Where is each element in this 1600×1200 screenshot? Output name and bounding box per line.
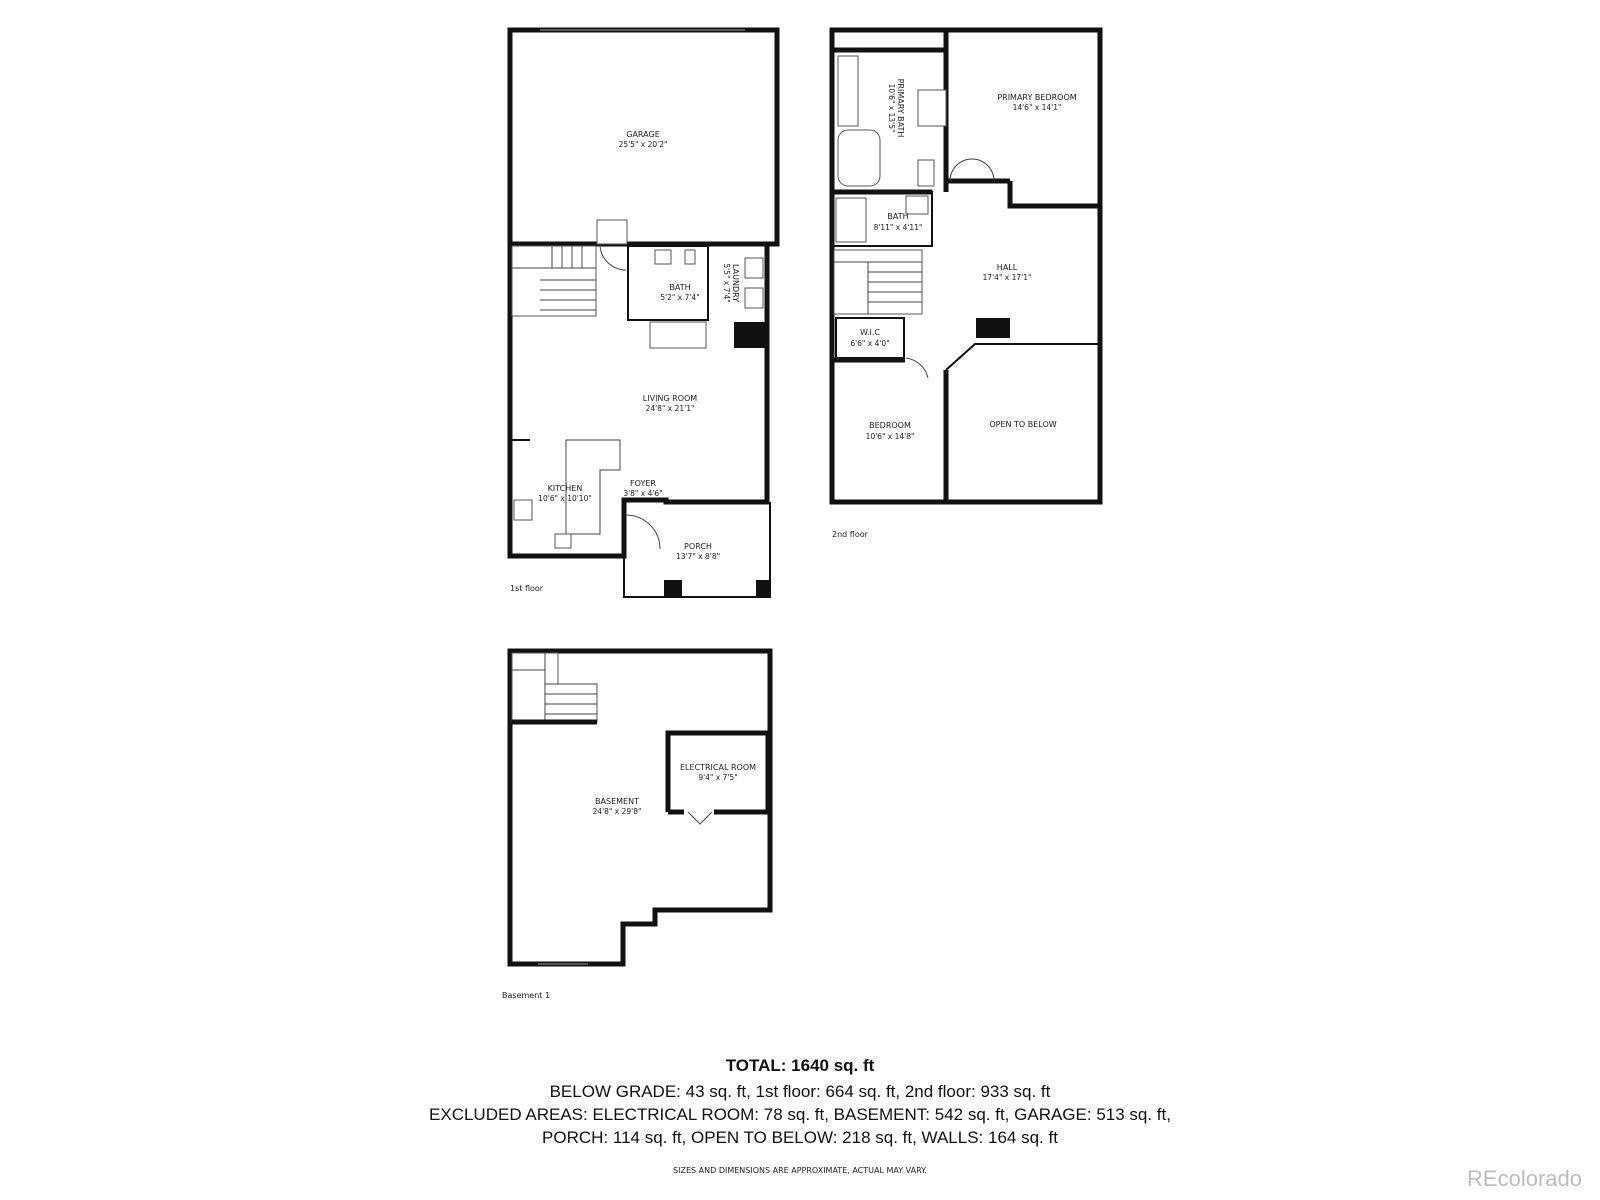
room-dim-bedroom: 10'6" x 14'8"	[866, 432, 915, 441]
room-dim-primary-bath: 10'6" x 13'5"	[887, 84, 896, 133]
room-name-living: LIVING ROOM	[643, 394, 698, 403]
stairs-first-floor	[511, 245, 597, 317]
stove	[513, 499, 533, 521]
room-name-bedroom: BEDROOM	[869, 421, 911, 430]
garage-steps	[596, 219, 628, 245]
area-summary-line-1: BELOW GRADE: 43 sq. ft, 1st floor: 664 s…	[549, 1082, 1051, 1101]
room-dim-primary-bedroom: 14'6" x 14'1"	[1013, 103, 1062, 112]
room-name-primary-bedroom: PRIMARY BEDROOM	[997, 93, 1076, 102]
room-name-bath: BATH	[669, 283, 690, 292]
front-door-swing	[625, 514, 661, 550]
room-dim-wic: 6'6" x 4'0"	[850, 339, 889, 348]
first-floor-plan	[507, 27, 780, 598]
room-dim-bath: 5'2" x 7'4"	[660, 293, 699, 302]
room-dim-bath-2: 8'11" x 4'11"	[874, 223, 923, 232]
floor-label-second: 2nd floor	[832, 530, 869, 539]
sink	[905, 195, 929, 215]
room-name-hall: HALL	[997, 263, 1018, 272]
room-name-bath-2: BATH	[887, 212, 908, 221]
porch-post	[664, 580, 682, 597]
shower	[835, 197, 867, 243]
room-dim-hall: 17'4" x 17'1"	[983, 273, 1032, 282]
kitchen-sink	[554, 533, 572, 549]
room-dim-kitchen: 10'6" x 10'10"	[538, 494, 592, 503]
vanity	[837, 55, 859, 127]
room-name-garage: GARAGE	[626, 130, 660, 139]
floor-label-first: 1st floor	[510, 584, 544, 593]
chimney	[734, 322, 767, 348]
room-dim-laundry: 5'5" x 7'4"	[722, 263, 731, 302]
room-dim-basement: 24'8" x 29'8"	[593, 807, 642, 816]
closet-door	[971, 158, 995, 182]
basement-plan	[507, 648, 773, 967]
chimney	[976, 318, 1010, 338]
area-summary-line-3: PORCH: 114 sq. ft, OPEN TO BELOW: 218 sq…	[542, 1128, 1058, 1147]
room-name-primary-bath: PRIMARY BATH	[896, 79, 905, 138]
fireplace	[649, 321, 707, 349]
electrical-door	[687, 811, 713, 825]
bathtub	[837, 129, 881, 187]
closet-door	[949, 158, 973, 182]
room-name-laundry: LAUNDRY	[731, 264, 740, 302]
room-name-foyer: FOYER	[630, 479, 656, 488]
toilet	[917, 159, 935, 187]
toilet	[684, 249, 696, 265]
washer	[744, 257, 764, 279]
door-swing	[599, 243, 627, 271]
disclaimer: SIZES AND DIMENSIONS ARE APPROXIMATE, AC…	[673, 1166, 927, 1175]
room-name-basement: BASEMENT	[595, 797, 639, 806]
first-floor-walls	[507, 244, 770, 559]
stairs-basement	[511, 652, 598, 723]
shower	[917, 89, 947, 127]
room-dim-electrical: 9'4" x 7'5"	[698, 773, 737, 782]
room-name-porch: PORCH	[684, 542, 712, 551]
room-name-kitchen: KITCHEN	[548, 484, 583, 493]
second-floor-walls	[829, 27, 1103, 505]
area-summary-line-2: EXCLUDED AREAS: ELECTRICAL ROOM: 78 sq. …	[429, 1105, 1171, 1124]
floor-label-basement: Basement 1	[502, 991, 550, 1000]
brand-watermark: REcolorado	[1467, 1166, 1582, 1191]
total-area: TOTAL: 1640 sq. ft	[725, 1056, 875, 1075]
second-floor-plan	[829, 27, 1103, 505]
wic-walls	[835, 317, 905, 359]
sink	[654, 249, 672, 265]
stairs-second-floor	[833, 249, 923, 315]
porch-post	[756, 580, 770, 597]
room-name-open-below: OPEN TO BELOW	[989, 420, 1056, 429]
room-dim-garage: 25'5" x 20'2"	[619, 140, 668, 149]
room-dim-porch: 13'7" x 8'8"	[676, 552, 720, 561]
dryer	[744, 287, 764, 309]
bedroom-door	[905, 357, 929, 379]
room-dim-living: 24'8" x 21'1"	[646, 404, 695, 413]
room-name-electrical: ELECTRICAL ROOM	[680, 763, 756, 772]
room-name-wic: W.I.C	[860, 328, 880, 337]
room-dim-foyer: 3'8" x 4'6"	[623, 489, 662, 498]
bath2-walls	[831, 191, 933, 247]
porch-outline	[623, 500, 771, 598]
electrical-room-walls	[665, 730, 771, 815]
